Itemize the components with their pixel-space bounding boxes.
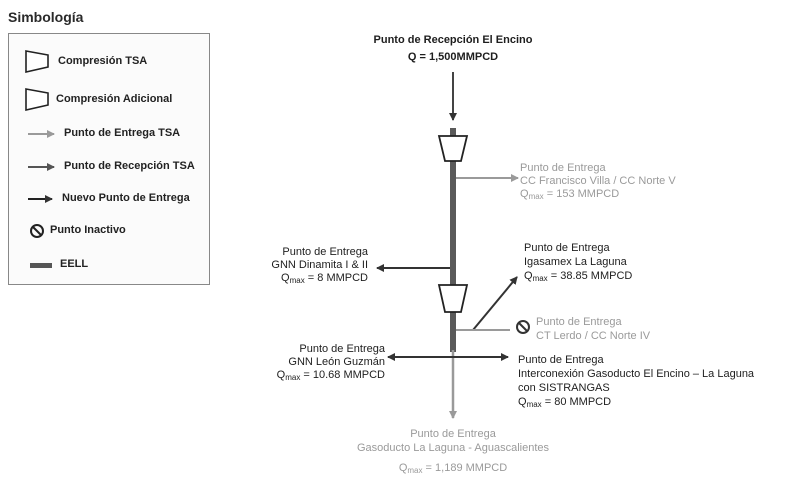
igasamex-q: Qmax = 38.85 MMPCD — [524, 270, 633, 283]
interconexion-line1: Punto de Entrega — [518, 354, 604, 366]
gnn-dinamita-q: Qmax = 8 MMPCD — [281, 272, 368, 285]
la-laguna-line1: Punto de Entrega — [410, 428, 496, 440]
cc-francisco-line2: CC Francisco Villa / CC Norte V — [520, 175, 676, 187]
compressor-tsa-icon — [437, 135, 469, 162]
legend-panel — [8, 33, 210, 285]
eell-bar-icon — [30, 263, 52, 268]
igasamex-line2: Igasamex La Laguna — [524, 256, 627, 268]
gnn-leon-q: Qmax = 10.68 MMPCD — [276, 369, 385, 382]
prohibited-icon — [30, 224, 44, 238]
cc-francisco-q: Qmax = 153 MMPCD — [520, 188, 620, 201]
ct-lerdo-line1: Punto de Entrega — [536, 316, 622, 328]
legend-label: Punto de Entrega TSA — [64, 127, 181, 139]
igasamex-line1: Punto de Entrega — [524, 242, 610, 254]
la-laguna-q: Qmax = 1,189 MMPCD — [398, 462, 508, 475]
legend-label: Compresión TSA — [58, 55, 148, 67]
reception-title: Punto de Recepción El Encino — [373, 34, 533, 46]
interconexion-line3: con SISTRANGAS — [518, 382, 610, 394]
cc-francisco-line1: Punto de Entrega — [520, 162, 606, 174]
legend-label: Punto Inactivo — [50, 224, 126, 236]
interconexion-line2: Interconexión Gasoducto El Encino – La L… — [518, 368, 755, 380]
legend-title: Simbología — [8, 9, 84, 25]
compressor-icon — [25, 88, 49, 112]
legend-label: Compresión Adicional — [56, 93, 173, 105]
interconexion-q: Qmax = 80 MMPCD — [518, 396, 612, 409]
ct-lerdo-line2: CT Lerdo / CC Norte IV — [536, 330, 651, 342]
compressor-icon — [25, 50, 49, 74]
legend-label: Nuevo Punto de Entrega — [62, 192, 190, 204]
reception-flow: Q = 1,500MMPCD — [407, 51, 499, 63]
branch-ct-lerdo — [456, 320, 530, 334]
branch-igasamex — [472, 276, 518, 331]
legend-label: Punto de Recepción TSA — [64, 160, 195, 172]
gnn-dinamita-line1: Punto de Entrega — [282, 246, 368, 258]
compressor-additional-icon — [437, 284, 469, 313]
main-pipeline — [449, 72, 457, 419]
gnn-leon-line1: Punto de Entrega — [299, 343, 385, 355]
gnn-leon-line2: GNN León Guzmán — [288, 356, 385, 368]
legend-label: EELL — [60, 258, 89, 270]
la-laguna-line2: Gasoducto La Laguna - Aguascalientes — [356, 442, 550, 454]
gnn-dinamita-line2: GNN Dinamita I & II — [271, 259, 368, 271]
